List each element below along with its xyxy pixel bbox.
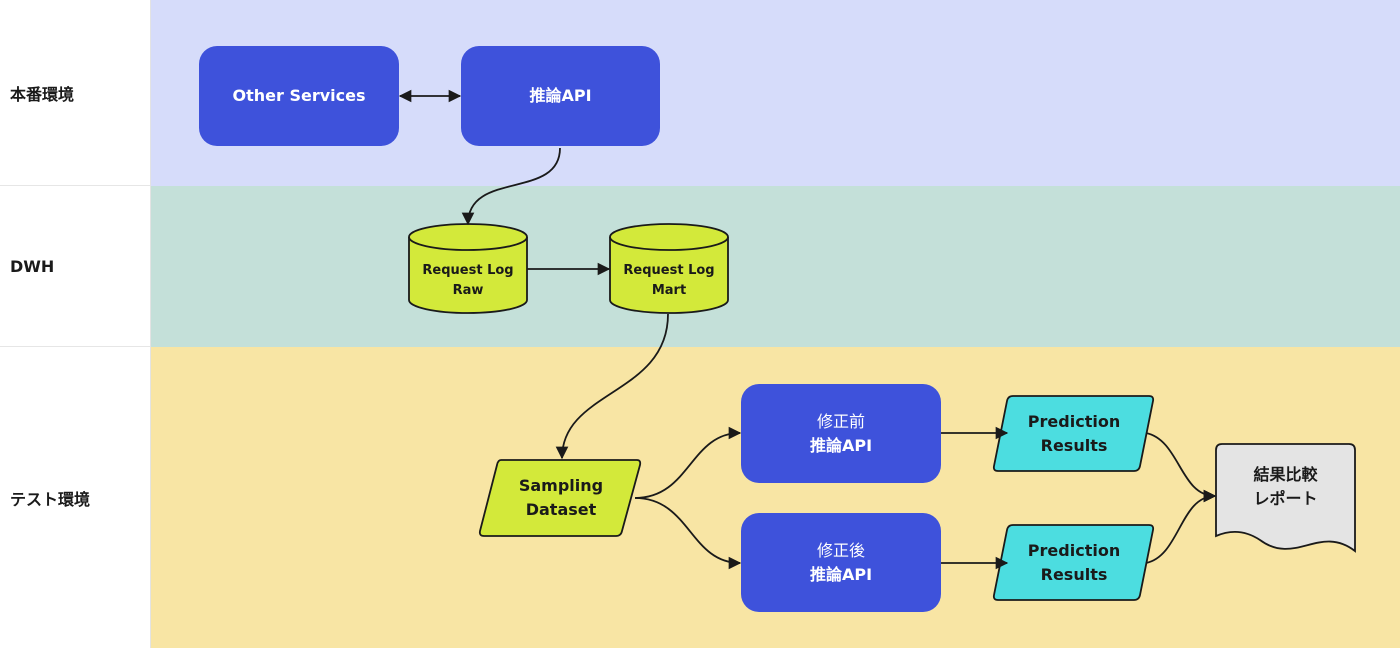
- request-log-mart-label: Request Log Mart: [610, 252, 728, 310]
- inference-api-before-node[interactable]: 修正前 推論API: [741, 384, 941, 483]
- node-label: 推論API: [809, 435, 873, 455]
- prediction-results-before-label: Prediction Results: [996, 396, 1152, 471]
- node-sublabel: Dataset: [525, 500, 597, 519]
- lane-label-production: 本番環境: [0, 0, 150, 186]
- arrow-sampling-to-after: [634, 497, 742, 570]
- lane-label-text: 本番環境: [10, 84, 75, 104]
- arrow-sampling-to-before: [634, 426, 742, 499]
- inference-api-prod-node[interactable]: 推論API: [461, 46, 660, 146]
- sampling-dataset-label: Sampling Dataset: [484, 460, 638, 536]
- node-label: Prediction: [1027, 540, 1121, 560]
- node-label: 推論API: [529, 86, 592, 105]
- prediction-results-after-shape[interactable]: [992, 524, 1155, 601]
- lane-label-dwh: DWH: [0, 186, 150, 347]
- node-sublabel: Results: [1040, 435, 1108, 455]
- node-sublabel: レポート: [1253, 489, 1318, 508]
- node-sublabel: 修正前: [816, 411, 865, 431]
- node-label: Prediction: [1027, 411, 1121, 431]
- arrow-api-to-raw: [461, 147, 561, 226]
- node-sublabel: Results: [1040, 564, 1108, 584]
- lane-dwh: [151, 186, 1400, 347]
- node-label: Other Services: [232, 86, 366, 105]
- node-label: 結果比較: [1253, 465, 1318, 484]
- node-sublabel: 修正後: [816, 540, 865, 560]
- node-sublabel: Mart: [651, 283, 687, 298]
- prediction-results-after-label: Prediction Results: [996, 525, 1152, 600]
- lane-label-test: テスト環境: [0, 347, 150, 648]
- prediction-results-before-shape[interactable]: [992, 395, 1155, 472]
- node-label: Request Log: [623, 263, 715, 278]
- arrow-pred-before-to-report: [1145, 432, 1217, 503]
- node-label: 推論API: [809, 564, 873, 584]
- lane-label-text: テスト環境: [10, 489, 91, 509]
- inference-api-after-node[interactable]: 修正後 推論API: [741, 513, 941, 612]
- lane-label-text: DWH: [10, 256, 55, 276]
- report-document-shape[interactable]: [1215, 443, 1356, 553]
- request-log-raw-cylinder[interactable]: [408, 223, 528, 314]
- arrow-pred-after-to-report: [1145, 489, 1217, 564]
- node-sublabel: Raw: [452, 283, 484, 298]
- request-log-raw-label: Request Log Raw: [409, 252, 527, 310]
- lane-divider: [150, 0, 151, 648]
- node-label: Request Log: [422, 263, 514, 278]
- node-label: Sampling: [518, 476, 604, 495]
- report-label: 結果比較 レポート: [1216, 463, 1355, 511]
- arrow-mart-to-sampling: [555, 313, 669, 460]
- request-log-mart-cylinder[interactable]: [609, 223, 729, 314]
- sampling-dataset-shape[interactable]: [478, 459, 642, 537]
- other-services-node[interactable]: Other Services: [199, 46, 399, 146]
